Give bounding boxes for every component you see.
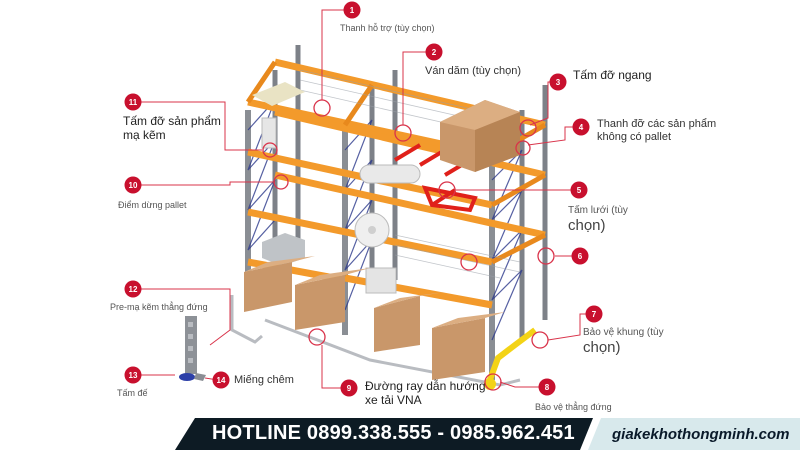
goods: [244, 82, 537, 390]
carton: [295, 275, 345, 330]
crate: [262, 233, 305, 266]
svg-text:8: 8: [545, 383, 550, 392]
beam: [245, 60, 278, 104]
svg-text:13: 13: [129, 371, 138, 380]
carton: [244, 262, 292, 312]
svg-text:10: 10: [129, 181, 138, 190]
badge-14: 14: [212, 371, 230, 389]
upright-guard: [485, 327, 537, 387]
product-bar: [393, 143, 422, 162]
label-12: Pre-mạ kẽm thẳng đứng: [110, 302, 208, 312]
footer-light-band: [587, 418, 800, 450]
badge-5: 5: [570, 181, 588, 199]
carton: [374, 296, 420, 352]
badge-6: 6: [571, 247, 589, 265]
floor-rail: [230, 295, 263, 344]
hotline-text: HOTLINE 0899.338.555 - 0985.962.451: [212, 422, 575, 444]
svg-text:4: 4: [579, 123, 584, 132]
badge-1: 1: [343, 1, 361, 19]
carton: [432, 318, 485, 380]
beam: [274, 171, 546, 239]
roll: [365, 267, 397, 294]
beam: [342, 83, 375, 127]
svg-text:1: 1: [350, 6, 355, 15]
badge-12: 12: [124, 280, 142, 298]
label-11-line1: Tấm đỡ sản phẩm: [123, 114, 221, 128]
label-9-line1: Đường ray dẫn hướng: [365, 379, 486, 393]
pallet: [252, 82, 305, 106]
label-13: Tấm đế: [117, 388, 148, 398]
roll: [261, 117, 277, 149]
base-plate: [179, 373, 195, 381]
svg-text:14: 14: [217, 376, 226, 385]
label-14: Miếng chêm: [234, 374, 294, 386]
label-8: Bảo vệ thẳng đứng: [535, 402, 612, 412]
badge-7: 7: [585, 305, 603, 323]
shim: [194, 373, 206, 381]
footer-divider: [580, 418, 601, 450]
label-7: Bảo vệ khung (tùy chọn): [583, 327, 664, 356]
badge-10: 10: [124, 176, 142, 194]
label-5-line1: Tấm lưới (tùy: [568, 205, 628, 216]
badge-11: 11: [124, 93, 142, 111]
label-2: Ván dăm (tùy chọn): [425, 65, 521, 77]
label-4-line2: không có pallet: [597, 130, 671, 143]
label-7-line1: Bảo vệ khung (tùy: [583, 327, 664, 338]
badge-13: 13: [124, 366, 142, 384]
roll: [359, 164, 421, 184]
label-7-line2: chọn): [583, 338, 621, 356]
svg-text:2: 2: [432, 48, 437, 57]
svg-text:3: 3: [556, 78, 561, 87]
svg-text:6: 6: [578, 252, 583, 261]
label-9: Đường ray dẫn hướng xe tải VNA: [365, 379, 486, 408]
svg-text:11: 11: [129, 98, 138, 107]
badge-3: 3: [549, 73, 567, 91]
badge-2: 2: [425, 43, 443, 61]
product-bar: [421, 185, 478, 213]
label-4-line1: Thanh đỡ các sản phẩm: [597, 118, 717, 130]
brace: [247, 99, 276, 251]
detail-parts: [179, 316, 206, 381]
label-9-line2: xe tải VNA: [365, 392, 422, 407]
label-11: Tấm đỡ sản phẩm mạ kẽm: [123, 114, 221, 143]
badge-8: 8: [538, 378, 556, 396]
badges: 1 2 3 4 5 6 7 8 9 10 11 12 13 14: [124, 1, 603, 397]
website-link[interactable]: giakekhothongminh.com: [612, 426, 790, 443]
badge-4: 4: [572, 118, 590, 136]
target-circles: [262, 99, 555, 391]
label-5-line2: chọn): [568, 216, 606, 234]
svg-text:9: 9: [347, 384, 352, 393]
badge-9: 9: [340, 379, 358, 397]
beam: [274, 108, 546, 179]
footer-banner: [175, 418, 800, 450]
label-5: Tấm lưới (tùy chọn): [568, 205, 628, 234]
label-4: Thanh đỡ các sản phẩm không có pallet: [597, 118, 716, 143]
label-1: Thanh hỗ trợ (tùy chọn): [340, 23, 435, 33]
label-11-line2: mạ kẽm: [123, 127, 166, 142]
label-10: Điểm dừng pallet: [118, 200, 187, 210]
svg-text:12: 12: [129, 285, 138, 294]
brace: [491, 149, 523, 341]
label-3: Tấm đỡ ngang: [573, 68, 652, 82]
svg-text:5: 5: [577, 186, 582, 195]
svg-text:7: 7: [592, 310, 597, 319]
leader-lines: [136, 9, 594, 389]
